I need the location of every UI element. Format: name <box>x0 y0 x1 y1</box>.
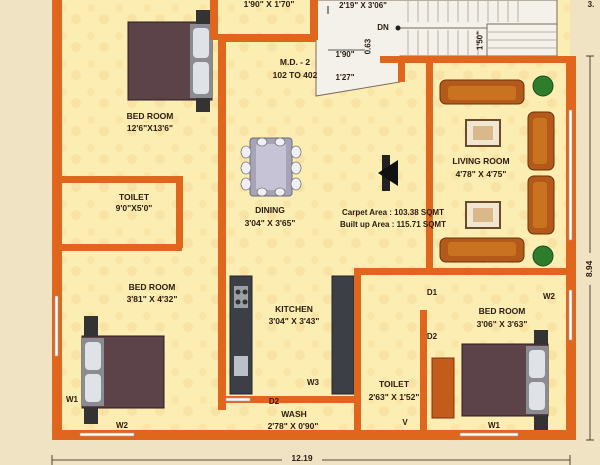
stair-dim-1: 1'90" <box>335 50 355 59</box>
bed-2 <box>81 316 165 424</box>
sofa-right <box>527 111 555 235</box>
ventilator-v: V <box>402 418 408 427</box>
rugs <box>465 119 501 229</box>
door-d2-right: D2 <box>426 332 438 341</box>
stair-edge-dim: 3. <box>587 0 595 9</box>
window-w2-right: W2 <box>543 292 555 301</box>
dining-size: 3'04" X 3'65" <box>244 218 296 228</box>
bedroom-3-size: 3'06" X 3'63" <box>476 319 528 329</box>
builtup-area: Built up Area : 115.71 SQMT <box>340 220 446 229</box>
toilet-1-size: 9'0"X5'0" <box>115 203 153 213</box>
windows <box>54 109 573 437</box>
dining-table <box>240 137 302 197</box>
wardrobe <box>431 357 455 419</box>
md-range: 102 TO 402 <box>272 70 318 80</box>
bedroom-3-name: BED ROOM <box>478 306 526 316</box>
window-w2-bottom: W2 <box>116 421 128 430</box>
overall-width: 12.19 <box>282 453 322 464</box>
bed-1 <box>127 10 213 112</box>
bedroom-1-name: BED ROOM <box>126 111 174 121</box>
toilet-2-size: 2'63" X 1'52" <box>368 392 420 402</box>
stair-dim-2: 0.63 <box>363 38 373 55</box>
kitchen-name: KITCHEN <box>275 304 313 314</box>
toilet-1-name: TOILET <box>118 192 150 202</box>
kitchen-counter <box>229 275 355 395</box>
kitchen-size: 3'04" X 3'43" <box>268 316 320 326</box>
wash-size: 2'78" X 0'90" <box>267 421 319 431</box>
bedroom-2-size: 3'81" X 4'32" <box>126 294 178 304</box>
stair-dn: DN <box>377 23 389 32</box>
door-d2-wash: D2 <box>268 397 280 406</box>
stair-dim-3: 1'27" <box>335 73 355 82</box>
toilet-2-name: TOILET <box>378 379 410 389</box>
md-label: M.D. - 2 <box>279 57 311 67</box>
sofa-top <box>439 79 525 105</box>
bedroom-2-name: BED ROOM <box>128 282 176 292</box>
window-w3: W3 <box>307 378 319 387</box>
walls <box>52 0 576 440</box>
living-room-name: LIVING ROOM <box>452 156 510 166</box>
carpet-area: Carpet Area : 103.38 SQMT <box>342 208 444 217</box>
sofa-bottom <box>439 237 525 263</box>
stair-size: 2'19" X 3'06" <box>339 1 387 10</box>
window-w1-left: W1 <box>66 395 78 404</box>
plants <box>532 75 554 267</box>
dining-name: DINING <box>255 205 285 215</box>
tv-unit <box>378 155 398 191</box>
bedroom-1-size: 12'6"X13'6" <box>126 123 174 133</box>
wash-name: WASH <box>281 409 307 419</box>
window-w1-bottom: W1 <box>488 421 500 430</box>
stair-dim-4: 1'50" <box>475 31 485 51</box>
top-room-size: 1'90" X 1'70" <box>243 0 295 9</box>
living-room-size: 4'78" X 4'75" <box>455 169 507 179</box>
bed-3 <box>461 330 549 430</box>
door-d1: D1 <box>426 288 438 297</box>
overall-height: 8.94 <box>584 252 595 285</box>
